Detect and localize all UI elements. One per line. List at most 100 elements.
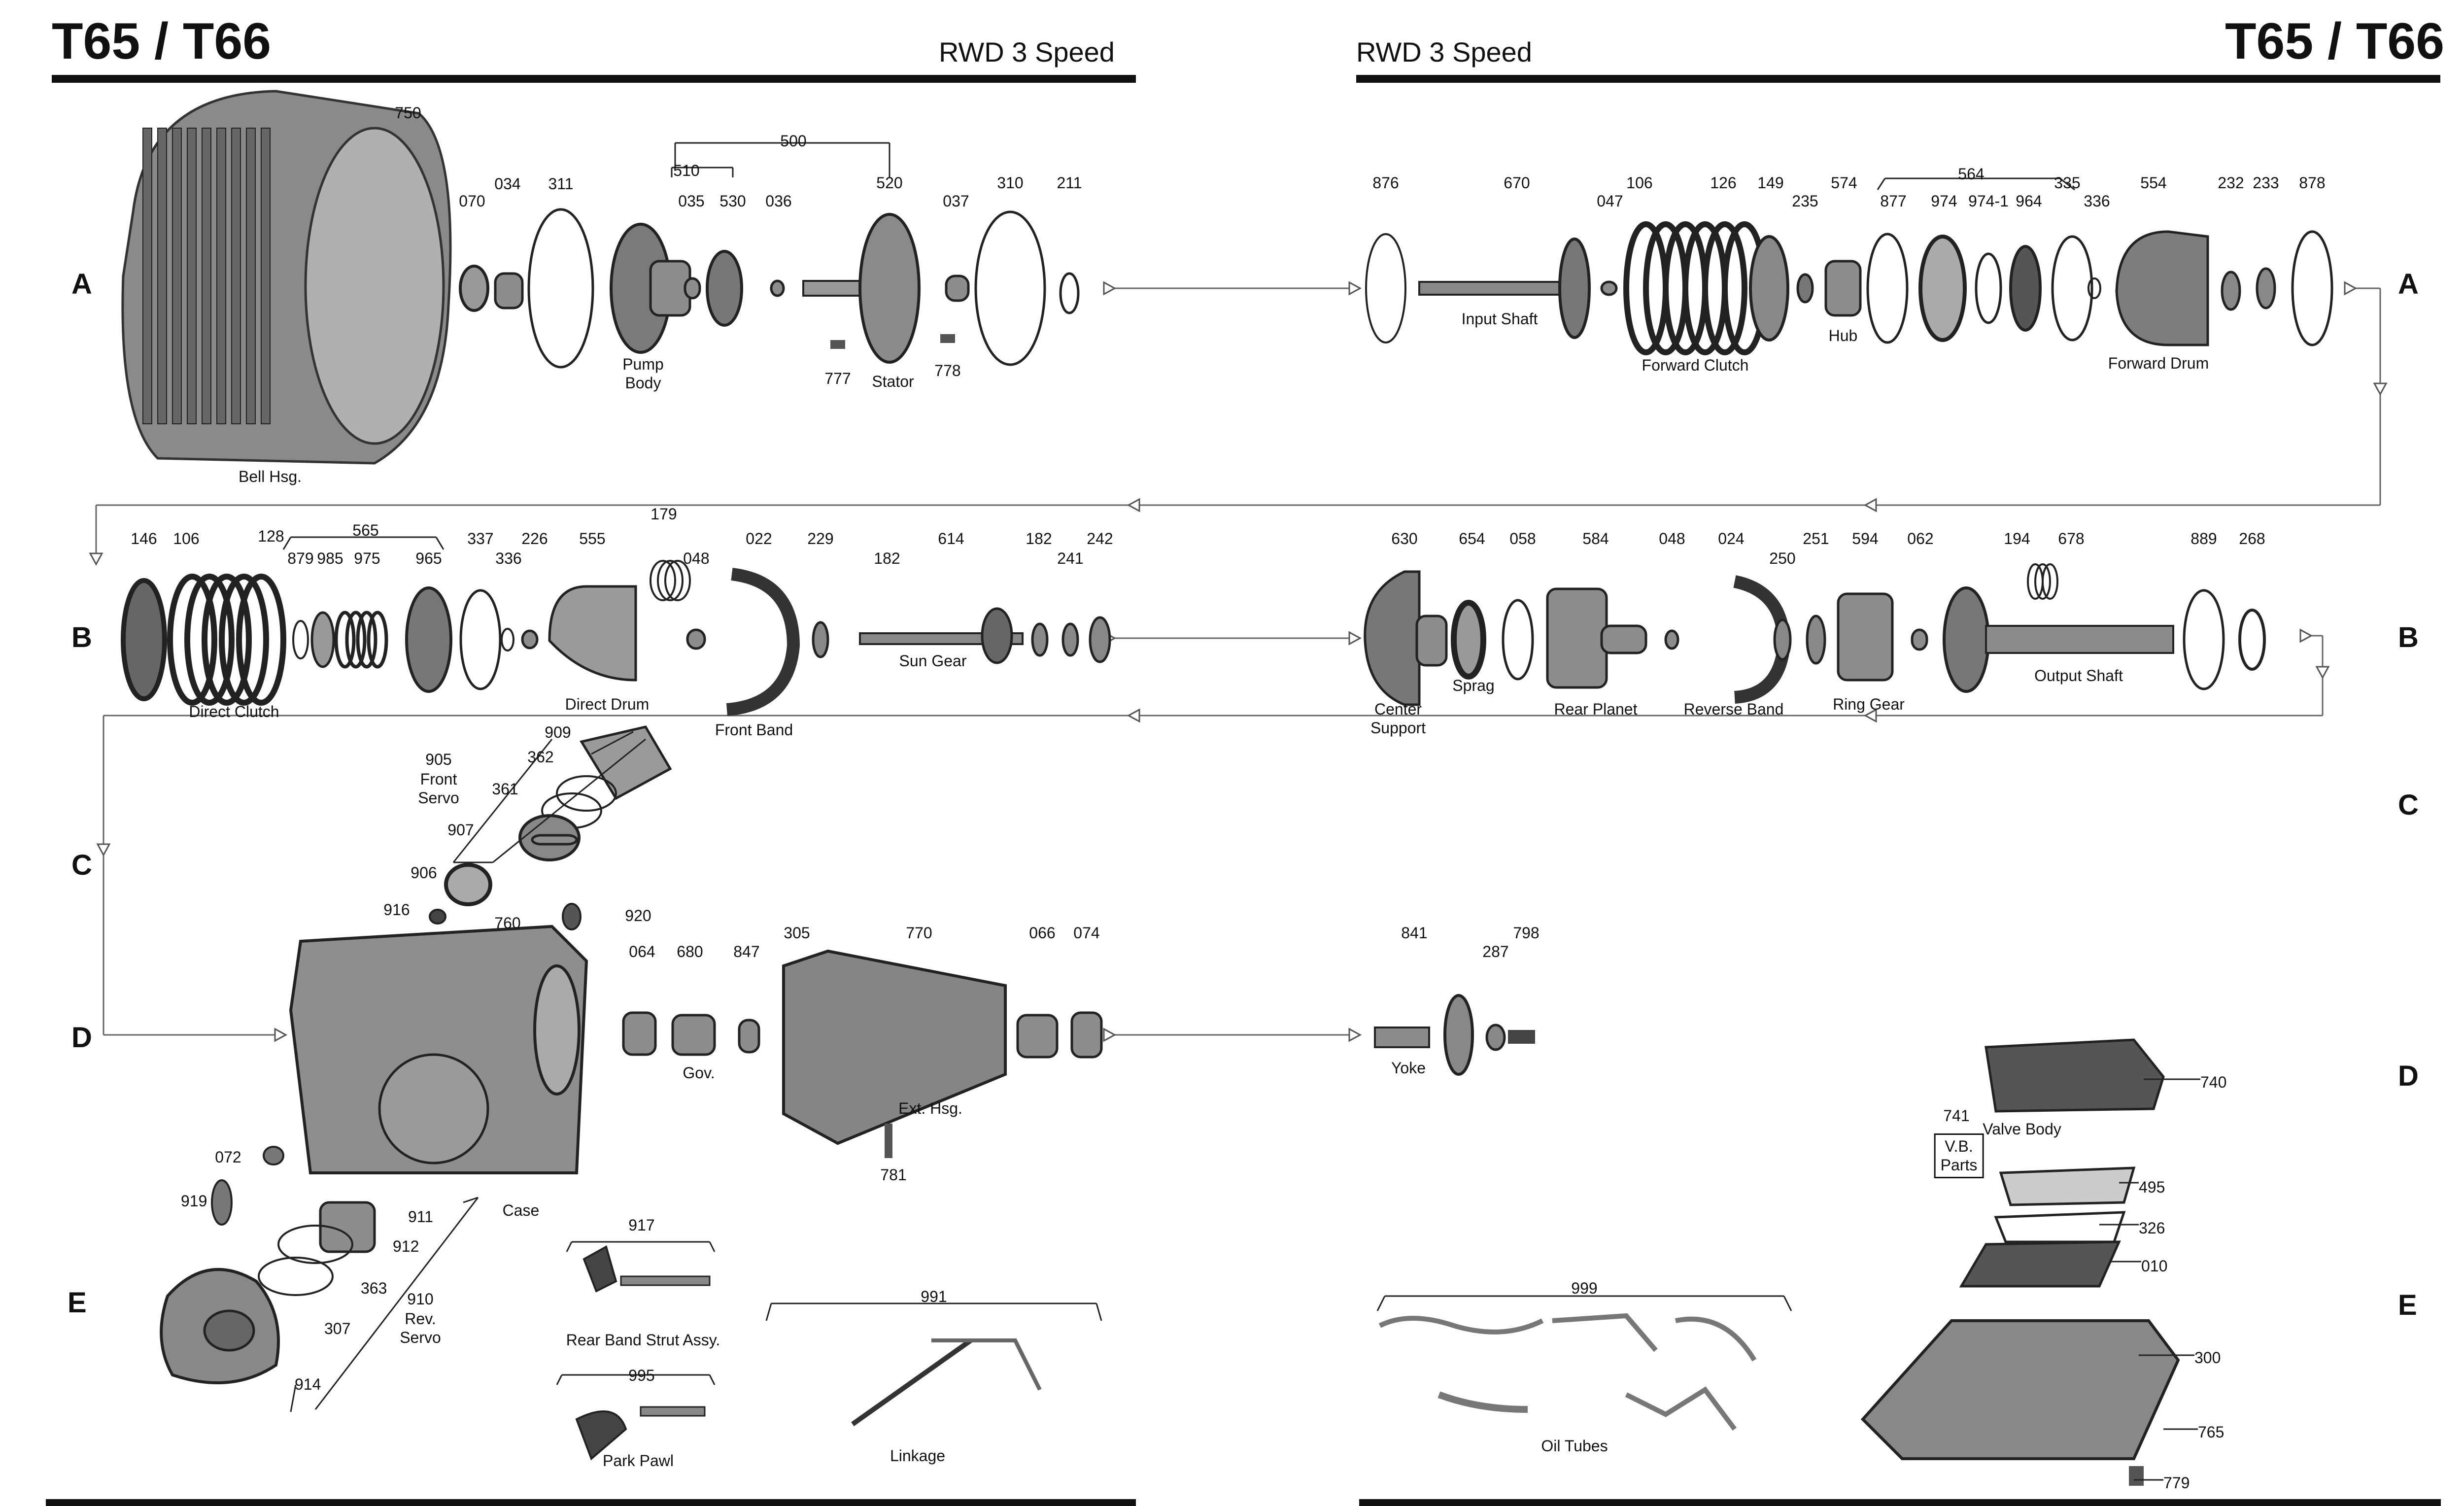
part-number: 909 <box>545 723 571 741</box>
part-number: 241 <box>1057 549 1084 567</box>
part-ring <box>2291 230 2333 346</box>
oil-tube-drawing <box>1378 1316 1544 1335</box>
part-number: 906 <box>411 864 437 882</box>
part-number: 798 <box>1513 924 1540 942</box>
part-ring <box>562 903 582 930</box>
part-number: 335 <box>2054 174 2081 192</box>
part-number: 841 <box>1401 924 1428 942</box>
part-ring <box>211 1179 233 1226</box>
bell-housing-drawing <box>157 128 167 424</box>
gasket-drawing <box>1994 1211 2126 1243</box>
bushing-drawing <box>738 1019 760 1054</box>
label-stator: Stator <box>872 373 914 390</box>
part-number: 974 <box>1931 192 1957 210</box>
row-letter-left-e: E <box>68 1287 87 1319</box>
part-ring <box>2034 563 2051 600</box>
flow-arrow <box>1348 1027 1362 1042</box>
part-ring <box>556 775 617 812</box>
flow-arrow <box>1863 498 1877 513</box>
center-support-drawing <box>1364 570 1421 706</box>
part-ring <box>277 1225 353 1264</box>
part-ring <box>2009 245 2042 332</box>
leader-line <box>709 1241 716 1252</box>
rear-planet-drawing <box>1546 587 1608 689</box>
bushing-drawing <box>1016 1014 1059 1059</box>
part-number: 878 <box>2299 174 2326 192</box>
part-number: 182 <box>1026 530 1052 548</box>
filter-drawing <box>1959 1240 2121 1288</box>
part-number: 251 <box>1803 530 1829 548</box>
part-ring <box>664 560 691 601</box>
part-number: 917 <box>628 1216 655 1234</box>
part-number: 211 <box>1057 174 1082 192</box>
part-number: 149 <box>1757 174 1784 192</box>
part-number: 362 <box>527 748 554 766</box>
leader-line <box>709 1374 716 1385</box>
label-vb-parts: V.B. Parts <box>1934 1133 1984 1178</box>
part-number: 233 <box>2253 174 2279 192</box>
flow-arrow <box>1127 708 1140 723</box>
rev-servo-piston-drawing <box>319 1201 376 1253</box>
bell-housing-drawing <box>202 128 211 424</box>
row-letter-right-e: E <box>2398 1289 2417 1321</box>
part-number: 555 <box>579 530 606 548</box>
part-number: 912 <box>393 1237 419 1255</box>
part-ring <box>1773 618 1792 661</box>
rear-planet-drawing <box>1600 624 1647 654</box>
oil-pan-drawing <box>1860 1319 2180 1460</box>
part-number: 510 <box>673 162 700 179</box>
part-number: 530 <box>719 192 746 210</box>
part-number: 991 <box>921 1288 947 1305</box>
label-sun-gear: Sun Gear <box>899 652 967 670</box>
forward-drum-drawing <box>2115 230 2209 346</box>
header-rule-left <box>52 75 1136 83</box>
flow-arrow <box>89 552 103 566</box>
part-number: 520 <box>876 174 903 192</box>
part-number: 765 <box>2198 1423 2224 1441</box>
part-ring <box>203 1309 255 1352</box>
part-ring <box>219 574 269 706</box>
label-center-support: Center Support <box>1370 700 1426 737</box>
bearing-drawing <box>494 272 524 309</box>
part-ring <box>527 208 594 369</box>
label-rear-planet: Rear Planet <box>1554 700 1638 718</box>
part-number: 250 <box>1769 549 1796 567</box>
part-number: 326 <box>2139 1219 2165 1237</box>
part-number: 047 <box>1597 192 1623 210</box>
part-number: 574 <box>1831 174 1857 192</box>
servo-rod-drawing <box>531 834 578 846</box>
bell-housing-drawing <box>216 128 226 424</box>
part-number: 300 <box>2194 1349 2221 1367</box>
oil-tube-drawing <box>1625 1386 1737 1431</box>
part-ring <box>444 863 492 906</box>
part-number: 965 <box>415 549 442 567</box>
left-subtitle: RWD 3 Speed <box>939 36 1115 68</box>
part-number: 778 <box>934 362 961 379</box>
bell-housing-drawing <box>172 128 182 424</box>
label-case: Case <box>502 1201 540 1219</box>
part-number: 614 <box>938 530 964 548</box>
leader-line <box>463 1197 479 1203</box>
washer-drawing <box>1600 280 1618 296</box>
part-number: 070 <box>459 192 485 210</box>
part-ring <box>650 560 676 601</box>
leader-line <box>290 1384 297 1412</box>
part-number: 037 <box>943 192 969 210</box>
bushing-drawing <box>684 277 701 300</box>
part-number: 064 <box>629 943 655 960</box>
leader-line <box>1376 1296 1386 1311</box>
part-ring <box>167 574 217 706</box>
part-ring <box>812 621 829 658</box>
case-drawing <box>289 924 588 1174</box>
part-ring <box>2221 271 2241 311</box>
washer-drawing <box>1911 628 1928 651</box>
part-ring <box>657 560 684 601</box>
label-forward-clutch: Forward Clutch <box>1642 356 1749 374</box>
part-ring <box>1866 233 1909 344</box>
part-ring <box>2042 563 2058 600</box>
leader-line <box>435 537 445 550</box>
label-oil-tubes: Oil Tubes <box>1541 1437 1608 1455</box>
part-number: 062 <box>1907 530 1934 548</box>
flow-arrow <box>2299 628 2313 643</box>
